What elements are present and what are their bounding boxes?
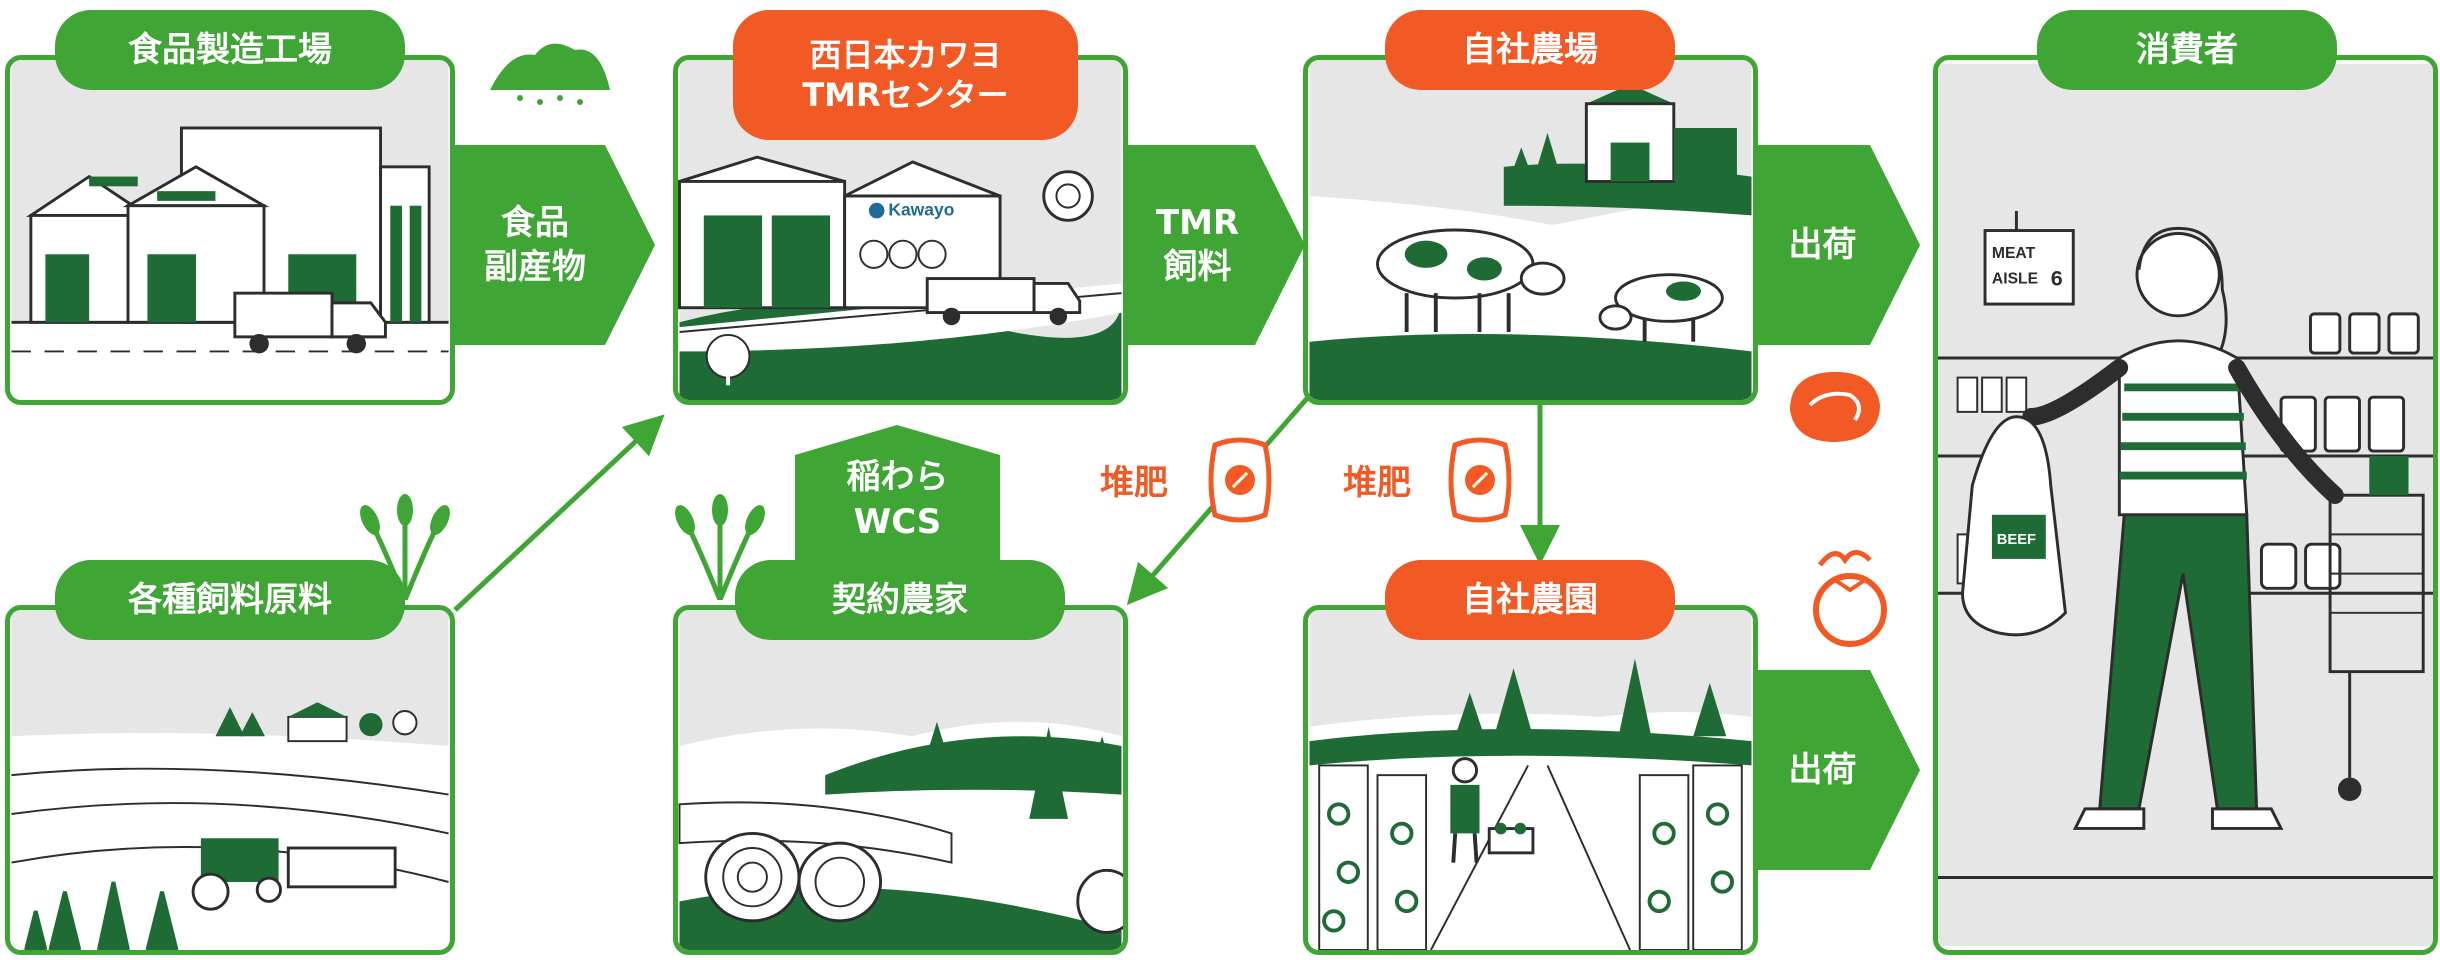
straw-flow: 稲わら WCS [795, 425, 1000, 560]
aisle-sign [1983, 229, 2075, 306]
tmr-center-title-line2: TMRセンター [802, 76, 1009, 114]
consumer-panel: MEAT AISLE 6 BEEF [1933, 55, 2438, 955]
byproduct-label-1: 食品 [501, 202, 569, 243]
compost-bag-icon [1448, 437, 1512, 523]
sign-line2: AISLE [1992, 270, 2038, 287]
tmr-feed-flow: TMR 飼料 [1125, 145, 1305, 345]
tmr-feed-label-1: TMR [1155, 202, 1240, 243]
ship-veg-label: 出荷 [1788, 749, 1857, 790]
consumer-title: 消費者 [2037, 10, 2337, 90]
own-garden-panel [1303, 605, 1758, 955]
compost-bag-icon [1208, 437, 1272, 523]
bag-label: BEEF [1997, 532, 2036, 548]
compost-left-label: 堆肥 [1100, 463, 1168, 503]
arrow-materials-to-tmr [453, 414, 665, 612]
sign-number: 6 [2051, 265, 2063, 290]
kawayo-logo-icon [868, 202, 885, 219]
contract-farmer-panel [673, 605, 1128, 955]
own-garden-title: 自社農園 [1385, 560, 1675, 640]
tmr-center-title: 西日本カワヨ TMRセンター [733, 10, 1078, 140]
own-garden-illustration [1309, 610, 1752, 950]
factory-illustration [11, 60, 449, 400]
meat-icon [1790, 371, 1880, 442]
contract-farmer-illustration [678, 610, 1123, 950]
tmr-center-title-line1: 西日本カワヨ [809, 36, 1002, 74]
byproduct-label-2: 副産物 [484, 247, 586, 287]
straw-label-2: WCS [853, 501, 942, 542]
own-farm-illustration [1309, 60, 1752, 400]
wheat-icon [360, 494, 450, 600]
feed-materials-panel [5, 605, 455, 955]
own-farm-panel [1303, 55, 1758, 405]
own-farm-title: 自社農場 [1385, 10, 1675, 90]
kawayo-logo-text: Kawayo [888, 199, 954, 219]
factory-title: 食品製造工場 [55, 10, 405, 90]
byproduct-flow: 食品 副産物 [450, 145, 655, 345]
consumer-illustration: MEAT AISLE 6 BEEF [1938, 63, 2433, 947]
tomato-icon [1813, 550, 1887, 647]
feed-materials-title: 各種飼料原料 [55, 560, 405, 640]
ship-meat-flow: 出荷 [1755, 145, 1920, 345]
ship-meat-label: 出荷 [1788, 224, 1857, 265]
contract-farmer-title: 契約農家 [735, 560, 1065, 640]
feed-materials-illustration [11, 610, 449, 950]
sign-line1: MEAT [1992, 245, 2036, 262]
wheat-icon [675, 494, 765, 600]
compost-right-label: 堆肥 [1343, 463, 1411, 503]
ship-veg-flow: 出荷 [1755, 670, 1920, 870]
tmr-feed-label-2: 飼料 [1163, 247, 1232, 287]
grain-pile-icon [490, 43, 610, 105]
straw-label-1: 稲わら [846, 457, 949, 498]
factory-panel [5, 55, 455, 405]
